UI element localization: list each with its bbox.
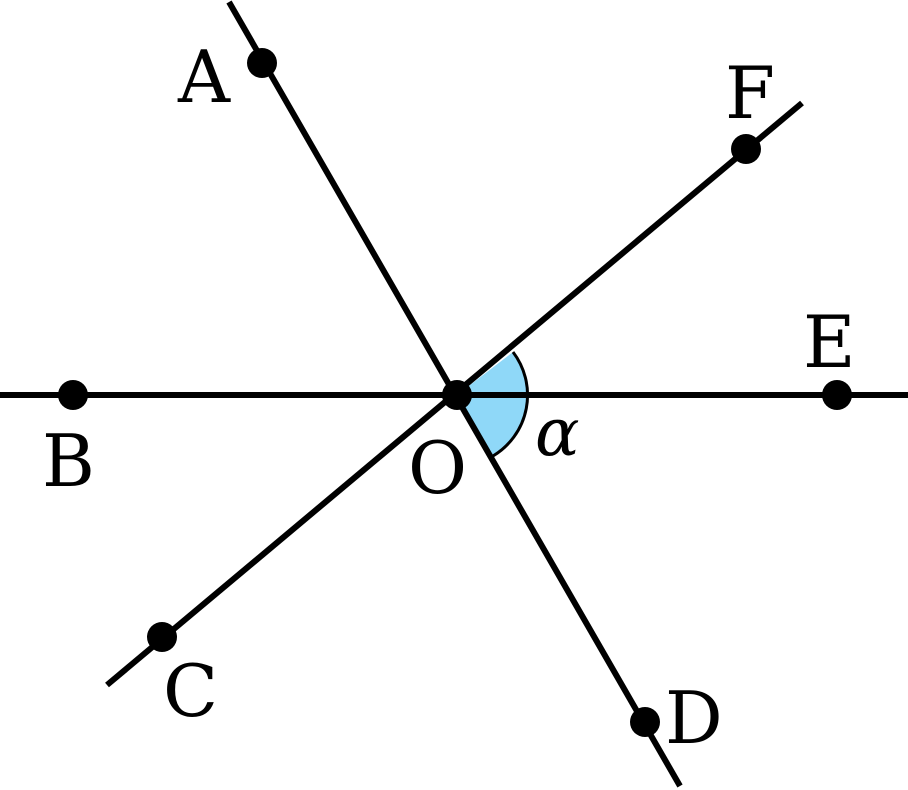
label-o: O (408, 426, 467, 510)
point-f (731, 134, 761, 164)
label-f: F (725, 51, 775, 135)
point-c (147, 622, 177, 652)
label-c: C (163, 649, 218, 733)
point-b (58, 380, 88, 410)
angle-alpha-arc (492, 351, 530, 458)
label-d: D (665, 676, 723, 760)
point-d (630, 707, 660, 737)
label-alpha: α (535, 394, 580, 471)
label-a: A (177, 35, 231, 119)
angle-eof-sector (457, 352, 528, 395)
point-e (822, 380, 852, 410)
point-a (247, 48, 277, 78)
label-e: E (803, 300, 856, 384)
label-b: B (42, 419, 95, 503)
point-o (442, 380, 472, 410)
